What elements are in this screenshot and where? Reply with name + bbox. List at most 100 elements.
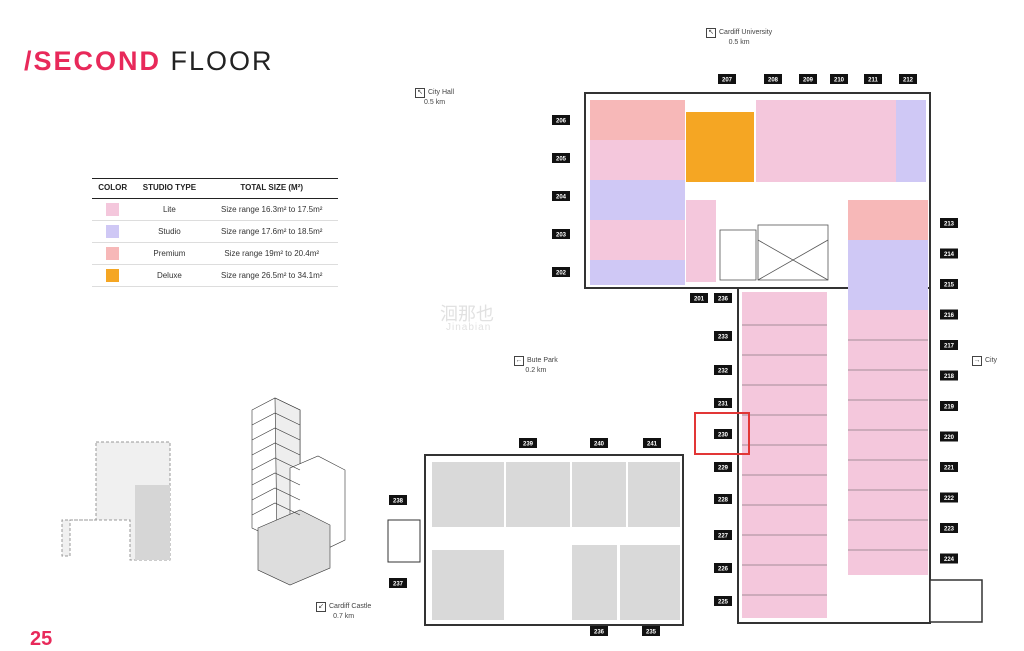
page-title: /SECOND FLOOR	[24, 46, 274, 77]
unit-number[interactable]: 208	[768, 78, 779, 84]
unit-number[interactable]: 237	[393, 582, 404, 588]
unit-number[interactable]: 221	[944, 466, 955, 472]
direction-name: City Hall	[428, 89, 455, 96]
unit-tag-box	[940, 401, 958, 411]
direction-name: Cardiff Castle	[329, 603, 372, 610]
unit-tag-box	[643, 438, 661, 448]
direction-name: Cardiff University	[719, 29, 773, 36]
direction-city: →City	[972, 356, 997, 366]
unit-number[interactable]: 241	[647, 442, 658, 448]
unit-tag-box	[940, 462, 958, 472]
legend-header-color: COLOR	[92, 178, 134, 199]
legend-color-cell	[92, 198, 134, 221]
unit-number[interactable]: 223	[944, 527, 955, 533]
unit-number[interactable]: 206	[556, 119, 567, 125]
title-prefix: /SECOND	[24, 46, 162, 76]
unit-number[interactable]: 205	[556, 157, 567, 163]
legend-color-cell	[92, 242, 134, 265]
legend-type: Premium	[133, 242, 206, 265]
unit-number[interactable]: 213	[944, 222, 955, 228]
unit-number[interactable]: 239	[523, 442, 534, 448]
legend-type: Lite	[133, 198, 206, 221]
unit-tag-box	[799, 74, 817, 84]
unit-number[interactable]: 209	[803, 78, 814, 84]
direction-distance: 0.5 km	[728, 39, 750, 46]
unit-number[interactable]: 216	[944, 313, 955, 319]
unit-number[interactable]: 225	[718, 600, 729, 606]
unit-number[interactable]: 224	[944, 557, 955, 563]
unit-number[interactable]: 232	[718, 369, 729, 375]
unit-number[interactable]: 236	[594, 630, 605, 636]
units-top-row	[686, 100, 928, 282]
unit-number[interactable]: 228	[718, 498, 729, 504]
unit-tag-box	[552, 267, 570, 277]
units-corridor-right	[848, 240, 983, 623]
legend-header-type: STUDIO TYPE	[133, 178, 206, 199]
unit-number[interactable]: 210	[834, 78, 845, 84]
direction-cardiff-castle: ↙Cardiff Castle 0.7 km	[316, 602, 371, 621]
unit-number[interactable]: 233	[718, 335, 729, 341]
unit-number[interactable]: 204	[556, 195, 567, 201]
direction-distance: 0.2 km	[525, 367, 547, 374]
unit-number[interactable]: 211	[868, 78, 878, 84]
unit-number[interactable]: 240	[594, 442, 605, 448]
unit-tag-box	[940, 248, 958, 259]
unit-number[interactable]: 214	[944, 252, 955, 258]
unit-partitions	[742, 324, 928, 596]
legend-swatch	[106, 247, 120, 260]
core	[719, 224, 829, 281]
unit-number[interactable]: 201	[694, 297, 705, 303]
arrow-up-left-icon: ↖	[415, 88, 425, 98]
unit-tag-box	[940, 431, 958, 442]
unit-labels: 207 208 209 210 211 212 206 205 204 203 202 201 236 2…	[389, 74, 958, 636]
units-corridor-left	[742, 292, 827, 618]
unit-number[interactable]: 215	[944, 283, 955, 289]
unit-number[interactable]: 218	[944, 374, 955, 380]
unit-number[interactable]: 230	[718, 433, 729, 439]
direction-cardiff-university: ↖Cardiff University 0.5 km	[706, 28, 772, 47]
unit-tag-box	[830, 74, 848, 84]
unit-number[interactable]: 229	[718, 466, 729, 472]
unit-tag-box	[714, 462, 732, 472]
legend-type: Deluxe	[133, 264, 206, 287]
unit-tag-box	[940, 370, 958, 381]
unit-number[interactable]: 212	[903, 78, 914, 84]
unit-number[interactable]: 220	[944, 435, 955, 441]
unit-tag-box	[714, 429, 732, 439]
unit-tag-box	[714, 331, 732, 341]
direction-name: City	[985, 357, 998, 364]
unit-number[interactable]: 222	[944, 496, 955, 502]
unit-tag-box	[714, 494, 732, 504]
unit-number[interactable]: 219	[944, 405, 955, 411]
unit-tag-box	[552, 191, 570, 201]
unit-tag-box	[714, 563, 732, 573]
units-left-column	[590, 100, 685, 285]
unit-number[interactable]: 217	[944, 344, 955, 350]
selected-unit-highlight[interactable]	[694, 412, 750, 455]
direction-bute-park: ←Bute Park 0.2 km	[514, 356, 558, 375]
legend-color-cell	[92, 220, 134, 243]
unit-tag-box	[389, 495, 407, 505]
unit-tag-box	[714, 293, 732, 303]
title-suffix: FLOOR	[170, 46, 274, 76]
page-number: 25	[30, 628, 53, 650]
unit-number[interactable]: 203	[556, 233, 567, 239]
unit-number[interactable]: 207	[722, 78, 733, 84]
legend-swatch	[106, 269, 120, 282]
unit-number[interactable]: 235	[646, 630, 657, 636]
unit-number[interactable]: 227	[718, 534, 729, 540]
unit-tag-box	[714, 596, 732, 606]
legend-size: Size range 19m² to 20.4m²	[205, 242, 338, 265]
unit-number[interactable]: 238	[393, 499, 404, 505]
unit-tag-box	[590, 438, 608, 448]
unit-number[interactable]: 236	[718, 297, 729, 303]
unit-number[interactable]: 226	[718, 567, 729, 573]
unit-number[interactable]: 231	[718, 402, 729, 408]
unit-number[interactable]: 202	[556, 271, 567, 277]
unit-tag-box	[899, 74, 917, 84]
legend-size: Size range 26.5m² to 34.1m²	[205, 264, 338, 287]
unit-tag-box	[690, 293, 708, 303]
